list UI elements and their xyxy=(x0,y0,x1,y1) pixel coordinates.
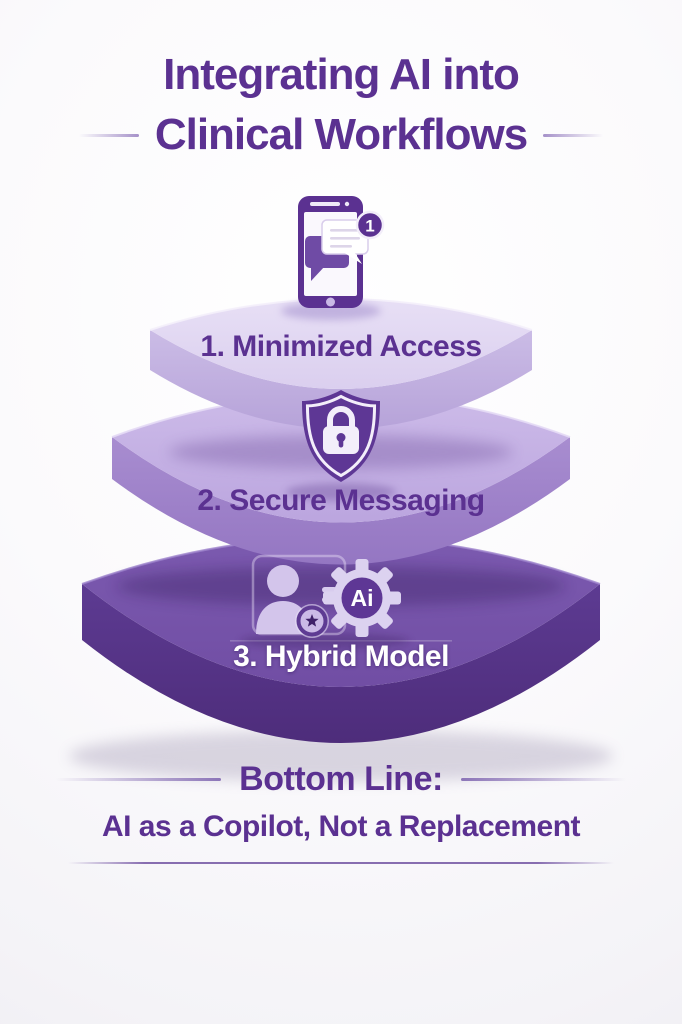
shield-inner-ring xyxy=(305,394,377,478)
phone-home-button xyxy=(326,297,335,307)
ai-gear-label: Ai xyxy=(351,585,374,611)
bottom-line-heading: Bottom Line: xyxy=(239,760,443,798)
stack-ground-shadow xyxy=(69,730,613,782)
bottom-divider-line xyxy=(68,862,614,864)
bottom-line-subtext: AI as a Copilot, Not a Replacement xyxy=(101,810,581,843)
notification-badge: 1 xyxy=(355,210,385,240)
hybrid-model-icon: Ai xyxy=(240,554,410,649)
lock-glyph xyxy=(323,406,359,454)
page-title-line2-row: Clinical Workflows xyxy=(0,110,682,160)
hybrid-icon-shadow xyxy=(240,633,410,649)
title-right-dash xyxy=(543,133,604,137)
bottom-right-dash xyxy=(460,778,626,781)
tier1-label: 1. Minimized Access xyxy=(200,330,482,363)
star-badge-icon xyxy=(295,604,329,638)
page-title-line1: Integrating AI into xyxy=(163,50,520,99)
phone-speaker xyxy=(310,202,340,206)
tier2-label: 2. Secure Messaging xyxy=(197,484,485,517)
tier3-label: 3. Hybrid Model xyxy=(233,640,449,673)
smartphone-chat-icon: 1 xyxy=(281,196,385,320)
bottom-left-dash xyxy=(56,778,222,781)
bottom-line-row: Bottom Line: xyxy=(0,760,682,799)
shield-shadow xyxy=(286,483,396,501)
phone-camera-dot xyxy=(344,201,350,207)
shield-lock-icon xyxy=(286,390,396,501)
title-left-dash xyxy=(78,133,139,137)
page-title-line2: Clinical Workflows xyxy=(154,110,528,159)
notification-badge-count: 1 xyxy=(365,217,374,236)
ai-gear-icon: Ai xyxy=(323,559,401,637)
